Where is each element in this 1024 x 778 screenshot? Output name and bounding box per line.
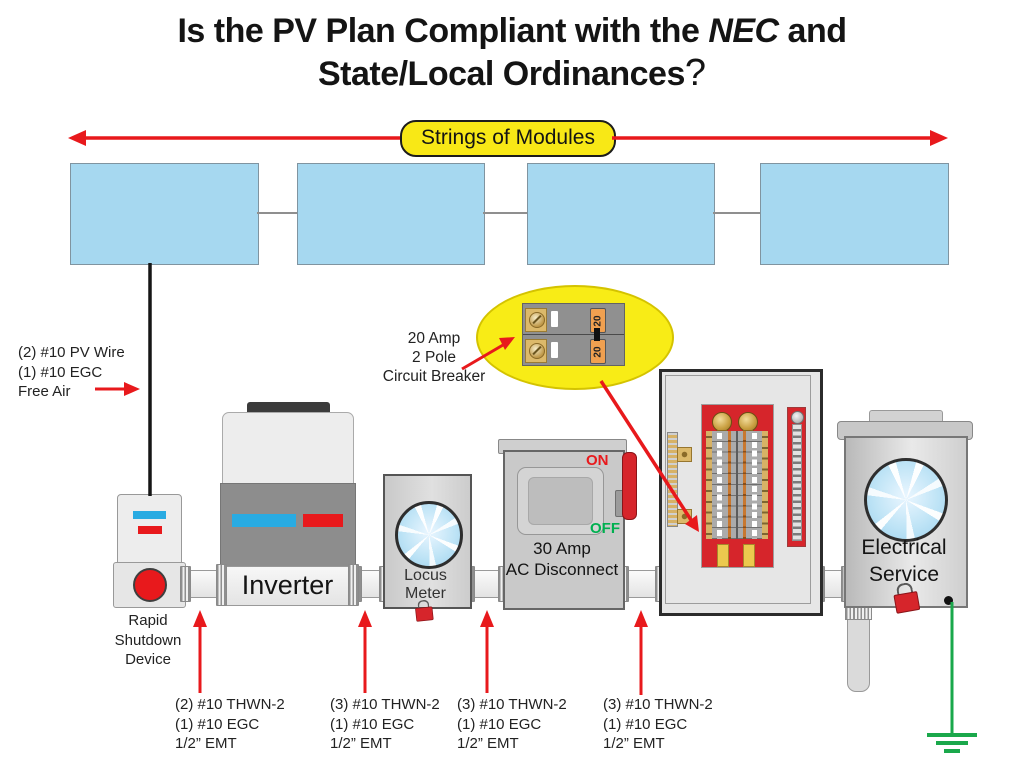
breaker-screw-terminal [525,339,547,363]
inverter-top-cap [247,402,330,415]
breaker-handle [551,311,558,327]
pv-wire-callout: (2) #10 PV Wire (1) #10 EGC Free Air [18,344,125,400]
title-question-mark: ? [684,52,707,94]
breaker-callout-label: 20 Amp 2 Pole Circuit Breaker [382,330,486,385]
ground-wire [927,602,977,753]
ground-wire-terminal [944,596,953,605]
load-center-panel [659,369,823,616]
inverter-label-plate: Inverter [216,564,359,606]
panel-bottom-lug [717,544,729,567]
rapid-shutdown-label: Rapid Shutdown Device [114,612,182,668]
pv-module [297,163,485,265]
rapid-shutdown-button[interactable] [133,568,167,602]
neutral-lug [677,447,692,462]
breaker-screw-terminal [525,308,547,332]
wire-label: (3) #10 THWN-2 (1) #10 EGC 1/2” EMT [457,696,567,752]
disconnect-on-label: ON [586,452,609,469]
inverter-red-indicator [303,514,343,527]
wire-label-arrow [358,610,372,693]
service-padlock-icon [892,581,921,614]
title-line-1: Is the PV Plan Compliant with the NEC an… [177,12,847,50]
rapid-shutdown-red-indicator [138,526,162,534]
conduit-coupling [216,564,227,606]
panel-bottom-lug [743,544,755,567]
breaker-handles [717,431,722,539]
branch-breaker-stack [706,431,768,539]
neutral-lug [677,509,692,524]
breaker-screws [706,431,712,539]
breaker-screws [762,431,768,539]
main-lug [712,412,732,432]
disconnect-handle[interactable] [622,452,637,520]
ground-bar [787,407,806,547]
wire-label: (3) #10 THWN-2 (1) #10 EGC 1/2” EMT [603,696,713,752]
main-lug [738,412,758,432]
inverter-lower-body [220,483,356,571]
breaker-bus-strip [743,431,746,539]
wire-label-arrow [480,610,494,693]
locus-meter-label: Locus Meter [404,567,447,602]
meter-padlock-icon [414,599,434,622]
inverter-label: Inverter [241,570,334,600]
breaker-rating-tag: 20 [590,339,606,364]
title-nec: NEC [708,12,779,50]
page-title: Is the PV Plan Compliant with the NEC an… [0,10,1024,95]
electrical-service-label: Electrical Service [861,536,947,586]
ac-disconnect-label: 30 Amp AC Disconnect [505,539,619,579]
conduit-coupling [348,564,359,606]
service-meter-dial [864,458,948,542]
conduit-coupling [180,566,191,602]
rapid-shutdown-blue-indicator [133,511,166,519]
title-line-2: State/Local Ordinances? [317,52,707,94]
two-pole-breaker: 20 20 [522,303,625,366]
breaker-bus-strip [728,431,731,539]
breaker-pole: 20 [523,334,624,365]
wire-label-arrow [634,610,648,695]
breaker-handles [752,431,757,539]
service-riser-pipe [845,605,872,692]
wire-label: (2) #10 THWN-2 (1) #10 EGC 1/2” EMT [175,696,285,752]
inverter-blue-indicator [232,514,296,527]
breaker-pole: 20 [523,304,624,334]
breaker-handle-tie [594,328,600,341]
pv-module [527,163,715,265]
strings-of-modules-badge: Strings of Modules [400,120,616,157]
wire-label: (3) #10 THWN-2 (1) #10 EGC 1/2” EMT [330,696,440,752]
disconnect-off-label: OFF [590,520,620,537]
breaker-handle [551,342,558,358]
pv-module [760,163,949,265]
disconnect-door-inner [528,477,593,525]
inverter-upper-body [222,412,354,489]
locus-meter-dial [395,501,463,569]
pv-module [70,163,259,265]
